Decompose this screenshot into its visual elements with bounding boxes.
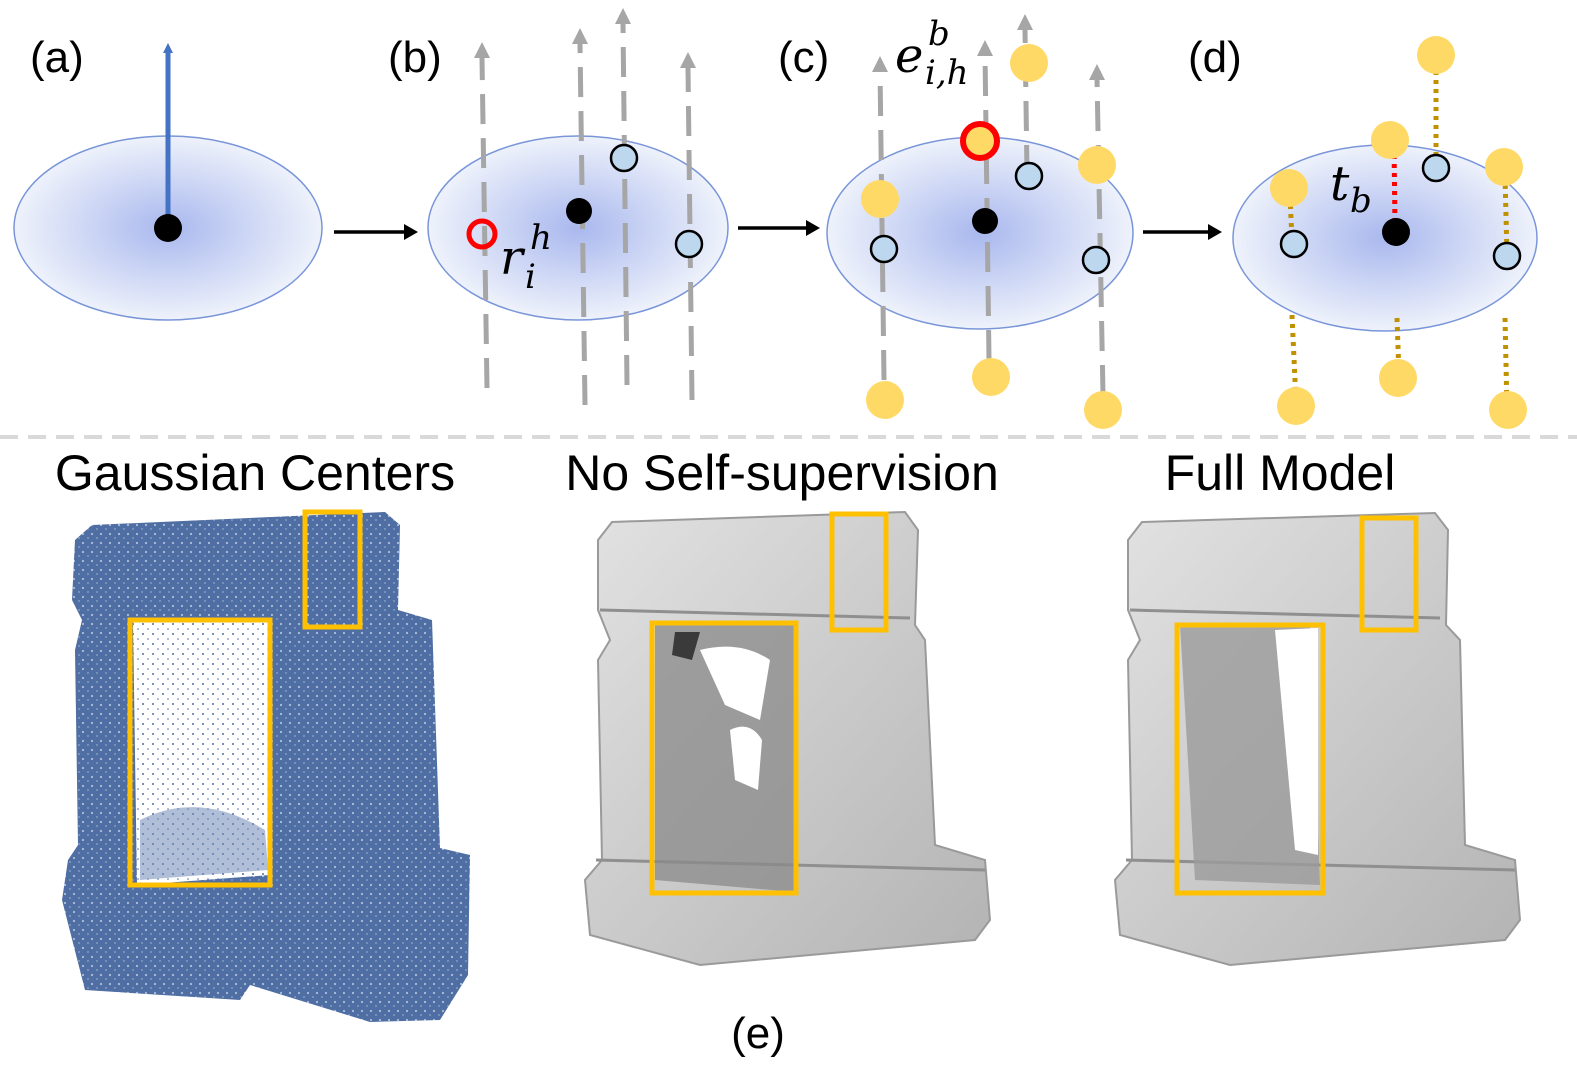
sample-point — [1492, 241, 1522, 271]
rays-c — [877, 29, 1106, 396]
sample-point — [674, 229, 704, 259]
panel-d: (d) t b — [1188, 33, 1538, 429]
panel-a: (a) — [13, 33, 323, 321]
ray-heads-b — [474, 8, 696, 68]
point-cloud-render — [62, 509, 470, 1022]
panel-a-label: (a) — [30, 33, 84, 82]
ray-origin-ring — [466, 218, 498, 250]
math-r-sup: h — [530, 218, 552, 258]
math-t-sub: b — [1350, 181, 1372, 221]
arrow-a-b — [334, 224, 418, 240]
gaussian-ellipse-b — [427, 135, 729, 321]
intersection-points-d — [1270, 36, 1527, 429]
math-t: t — [1330, 156, 1350, 212]
distance-tb — [1391, 145, 1398, 227]
highlighted-intersection — [960, 121, 1000, 161]
arrow-b-c — [738, 220, 820, 236]
math-r: r — [500, 230, 526, 286]
ray-heads-c — [872, 14, 1105, 80]
panel-c: (c) e b i,h — [778, 14, 1134, 429]
sample-point — [869, 234, 899, 264]
sample-point — [1421, 153, 1451, 183]
sample-point — [1014, 161, 1044, 191]
intersection-points-c — [861, 44, 1122, 429]
panel-b-label: (b) — [388, 33, 442, 82]
panel-d-label: (d) — [1188, 33, 1242, 82]
highlight-box — [302, 509, 363, 630]
caption-full-model: Full Model — [1165, 445, 1396, 501]
gaussian-center-b — [566, 198, 592, 224]
panel-b: (b) r h i — [388, 8, 729, 406]
gaussian-center-c — [972, 208, 998, 234]
rays-b — [479, 23, 695, 406]
highlight-box — [649, 620, 799, 896]
highlight-box — [1359, 515, 1419, 633]
panel-e-label: (e) — [731, 1009, 785, 1058]
highlight-box — [829, 511, 889, 633]
math-r-sub: i — [525, 257, 536, 297]
caption-no-self-supervision: No Self-supervision — [565, 445, 999, 501]
sample-point — [609, 143, 639, 173]
gaussian-center-d — [1382, 218, 1410, 246]
sample-point — [1279, 229, 1309, 259]
highlight-box — [1174, 622, 1326, 896]
highlight-box — [127, 617, 273, 888]
sample-point — [1081, 245, 1111, 275]
panel-c-label: (c) — [778, 33, 829, 82]
math-e-sub: i,h — [925, 53, 969, 93]
mesh-no-self-supervision — [583, 510, 992, 967]
math-e-sup: b — [928, 14, 950, 54]
mesh-full-model — [1113, 511, 1522, 967]
arrow-c-d — [1143, 224, 1222, 240]
caption-gaussian-centers: Gaussian Centers — [55, 445, 455, 501]
math-e: e — [895, 28, 923, 84]
gaussian-center-a — [154, 214, 182, 242]
